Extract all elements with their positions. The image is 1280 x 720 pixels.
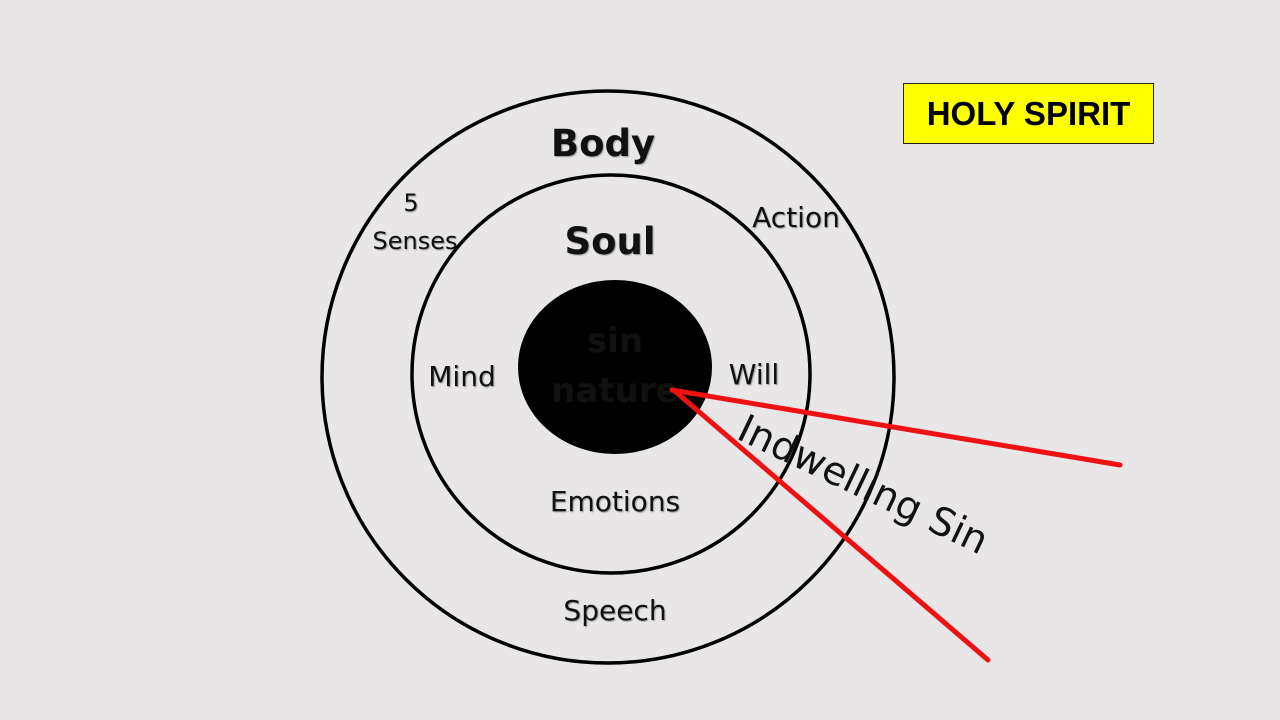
action-label: Action bbox=[752, 201, 840, 234]
soul-label: Soul bbox=[564, 220, 655, 263]
nature-label: nature bbox=[551, 371, 678, 411]
senses-label-number: 5 bbox=[403, 189, 418, 217]
sin-nature-core bbox=[518, 280, 712, 454]
holy-spirit-box: HOLY SPIRIT bbox=[903, 83, 1154, 144]
soul-circle bbox=[410, 173, 812, 575]
body-circle bbox=[320, 89, 896, 665]
indwelling-sin-arrow-lower bbox=[673, 389, 991, 663]
mind-label: Mind bbox=[428, 360, 495, 393]
senses-label-text: Senses bbox=[373, 227, 458, 255]
indwelling-sin-arrow-upper bbox=[669, 387, 1123, 468]
will-label: Will bbox=[729, 358, 779, 391]
body-label: Body bbox=[551, 122, 655, 165]
sin-label: sin bbox=[587, 321, 643, 361]
speech-label: Speech bbox=[563, 594, 666, 627]
indwelling-sin-label: Indwelling Sin bbox=[731, 406, 995, 564]
holy-spirit-label: HOLY SPIRIT bbox=[926, 94, 1131, 132]
emotions-label: Emotions bbox=[550, 485, 680, 518]
